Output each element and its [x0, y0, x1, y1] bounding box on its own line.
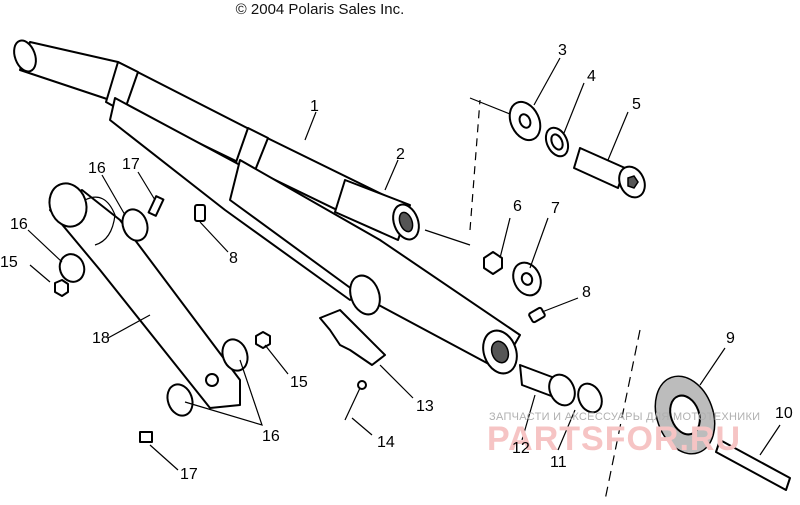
bolt-5: [573, 147, 646, 199]
nut-15: [54, 279, 271, 349]
callout-8b: 8: [582, 284, 591, 301]
bracket-13: [319, 309, 386, 366]
callout-18: 18: [92, 330, 110, 347]
callout-5: 5: [632, 96, 641, 113]
callout-3: 3: [558, 42, 567, 59]
ring-11: [577, 382, 603, 414]
callout-16b: 16: [10, 216, 28, 233]
watermark-logo: PARTSFOR.RU: [487, 420, 742, 458]
callout-16c: 16: [262, 428, 280, 445]
swing-arm-frame: [109, 97, 521, 375]
callout-13: 13: [416, 398, 434, 415]
bushing-12: [519, 364, 576, 407]
callout-4: 4: [587, 68, 596, 85]
grease-fitting-8: [194, 204, 546, 324]
callout-17a: 17: [122, 156, 140, 173]
callout-8a: 8: [229, 250, 238, 267]
alignment-lines: [424, 97, 641, 501]
washer-7: [512, 261, 542, 297]
shaft-10: [715, 439, 791, 491]
callout-14: 14: [377, 434, 395, 451]
callout-12: 12: [512, 440, 530, 457]
copyright-text: © 2004 Polaris Sales Inc.: [235, 1, 405, 18]
callout-17b: 17: [180, 466, 198, 483]
rivet-14: [344, 380, 367, 421]
bolt-17: [139, 195, 165, 443]
callout-10: 10: [775, 405, 793, 422]
hub-9: [654, 375, 716, 455]
callout-16a: 16: [88, 160, 106, 177]
callout-9: 9: [726, 330, 735, 347]
bushing-4: [544, 126, 570, 158]
callout-2: 2: [396, 146, 405, 163]
callout-1: 1: [310, 98, 319, 115]
nut-6: [483, 251, 503, 275]
callout-15a: 15: [0, 254, 18, 271]
callout-7: 7: [551, 200, 560, 217]
watermark-text: ЗАПЧАСТИ И АКСЕССУАРЫ ДЛЯ МОТОТЕХНИКИ: [489, 411, 761, 423]
washer-3: [508, 100, 542, 142]
callout-11: 11: [550, 454, 567, 471]
callout-15b: 15: [290, 374, 308, 391]
callout-6: 6: [513, 198, 522, 215]
washer-16: [58, 208, 249, 417]
swing-arm-tube-1: [13, 39, 420, 241]
torque-arm-18: [48, 182, 241, 409]
leader-lines: [27, 57, 781, 471]
